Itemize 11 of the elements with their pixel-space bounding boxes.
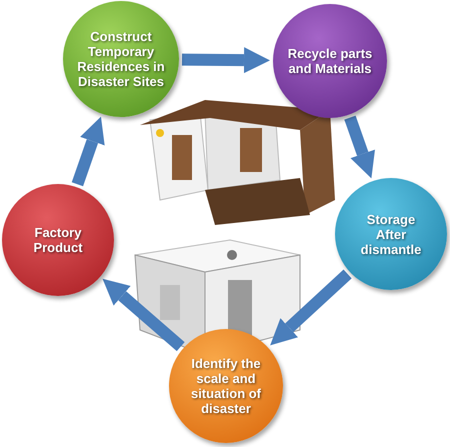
process-circle	[335, 178, 447, 290]
node-label: Recycle parts and Materials	[286, 46, 374, 76]
arrow	[72, 116, 105, 186]
node-label: Identify the scale and situation of disaster	[190, 356, 262, 416]
node-label: Construct Temporary Residences in Disaster Sites	[76, 29, 166, 89]
arrow	[270, 270, 352, 346]
arrow	[182, 47, 270, 74]
arrow	[102, 278, 185, 352]
arrow	[344, 116, 375, 178]
node-label: Storage After dismantle	[360, 212, 422, 256]
node-label: Factory Product	[32, 225, 84, 255]
